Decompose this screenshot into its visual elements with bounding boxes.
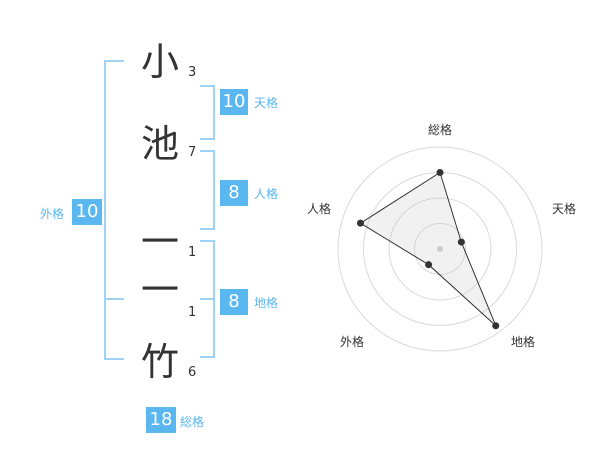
chikaku-divider <box>200 298 215 300</box>
name-char-3: 一 <box>140 220 179 264</box>
radar-axis-label-tenkaku: 天格 <box>552 202 577 216</box>
radar-ring <box>337 146 543 352</box>
gaikaku-value: 10 <box>72 199 102 225</box>
name-char-5: 竹 <box>140 340 179 384</box>
name-char-1: 小 <box>140 40 179 84</box>
radar-point-5 <box>356 219 364 227</box>
jinkaku-value: 8 <box>220 180 248 206</box>
radar-ring <box>388 197 492 301</box>
soukaku-value: 18 <box>146 407 176 433</box>
name-char-2: 池 <box>140 122 179 166</box>
jinkaku-label: 人格 <box>254 187 279 201</box>
stroke-count-4: 1 <box>188 305 197 320</box>
stroke-count-2: 7 <box>188 145 197 160</box>
radar-axis-label-gaikaku: 外格 <box>340 335 365 349</box>
tenkaku-value: 10 <box>220 89 248 115</box>
gaikaku-bracket <box>104 60 124 360</box>
radar-axis-label-soukaku: 総格 <box>428 123 453 137</box>
soukaku-label: 総格 <box>180 415 205 429</box>
tenkaku-label: 天格 <box>254 96 279 110</box>
chikaku-label: 地格 <box>254 296 279 310</box>
gaikaku-label: 外格 <box>40 207 65 221</box>
stroke-count-1: 3 <box>188 65 197 80</box>
stroke-count-3: 1 <box>188 245 197 260</box>
bracket-divider <box>104 298 124 300</box>
radar-point-3 <box>492 322 500 330</box>
tenkaku-bracket <box>200 85 215 140</box>
radar-point-4 <box>425 261 433 269</box>
radar-polygon <box>359 171 497 327</box>
name-char-4: 一 <box>140 268 179 312</box>
radar-point-2 <box>457 238 465 246</box>
radar-axis-label-jinkaku: 人格 <box>307 202 332 216</box>
radar-center <box>437 246 443 252</box>
chikaku-value: 8 <box>220 289 248 315</box>
radar-axis-label-chikaku: 地格 <box>511 335 536 349</box>
jinkaku-bracket <box>200 150 215 230</box>
stroke-count-5: 6 <box>188 365 197 380</box>
radar-point-1 <box>436 169 444 176</box>
